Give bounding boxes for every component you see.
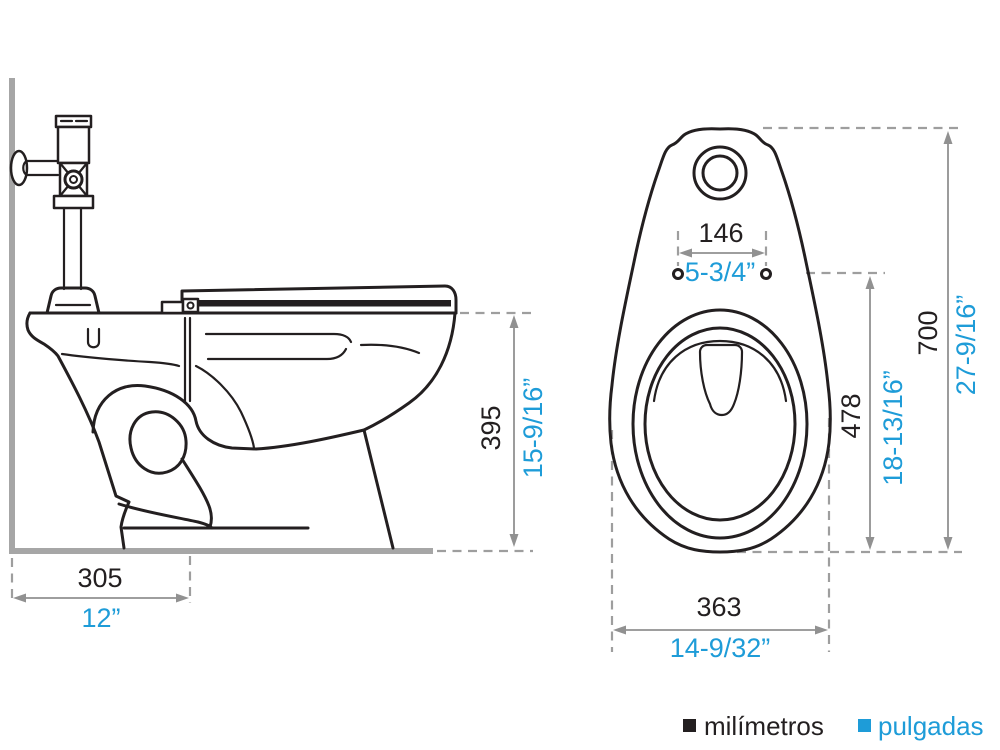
trapway-tail-curve [180, 457, 213, 529]
millimeters-swatch-icon [683, 719, 696, 732]
handle-knob [9, 149, 29, 187]
seat-lid-top [180, 284, 458, 315]
trapway-outer-curve [91, 383, 366, 451]
rough-in-inches-label: 12” [81, 603, 120, 633]
arrow-left-icon [13, 593, 26, 603]
bowl-width-inches-label: 14-9/32” [670, 633, 771, 663]
bolt-hole-left [672, 268, 684, 280]
arrow-up-icon [865, 276, 875, 289]
seat-hinge-pin [186, 301, 195, 310]
spud-outer-circle [692, 145, 748, 201]
side-view-drawing: 395 15-9/16” 305 12” [9, 78, 548, 633]
bolt-spacing-mm-label: 146 [698, 218, 743, 248]
rim-height-inches-label: 15-9/16” [518, 378, 548, 479]
units-legend: milímetros pulgadas [683, 711, 984, 741]
water-spot-outline [698, 343, 744, 417]
overall-length-inches-label: 27-9/16” [951, 295, 981, 396]
base-front-curve [117, 502, 214, 530]
flushometer-body [56, 125, 91, 165]
valve-circle-inner [69, 175, 78, 184]
seat-hinge-plate [160, 300, 185, 315]
seat-edge-bar [184, 300, 451, 307]
arrow-down-icon [509, 534, 519, 547]
inlet-slot [86, 327, 101, 349]
deck-underside-line [60, 352, 181, 368]
arrow-right-icon [815, 625, 828, 635]
rear-foot-line [362, 428, 395, 550]
flush-pipe [62, 206, 83, 291]
arrow-left-icon [679, 248, 692, 258]
arrow-down-icon [943, 537, 953, 550]
arrow-left-icon [613, 625, 626, 635]
bolt-hole-right [760, 268, 772, 280]
arrow-right-icon [752, 248, 765, 258]
overall-length-mm-label: 700 [913, 310, 943, 355]
handle-arm [22, 159, 60, 177]
bowl-rear-profile [362, 311, 457, 432]
top-view-drawing: 146 5-3/4” 478 18-13/16” 700 27-9/16” 36… [608, 126, 981, 663]
rim-pocket-upper-line [204, 332, 353, 344]
flushometer-nut [52, 194, 95, 210]
spud-flange [45, 286, 101, 315]
bowl-length-mm-label: 478 [836, 393, 866, 438]
inches-legend-label: pulgadas [878, 711, 984, 741]
trapway-inner-loop [128, 410, 188, 475]
toilet-outline [608, 127, 832, 554]
rough-in-mm-label: 305 [77, 563, 122, 593]
bowl-length-inches-label: 18-13/16” [878, 370, 908, 486]
spud-ring [701, 154, 739, 192]
bowl-interior-wall [194, 364, 256, 450]
rim-height-mm-label: 395 [476, 405, 506, 450]
inches-swatch-icon [858, 719, 871, 732]
rim-pocket-lower-line [206, 347, 348, 361]
bolt-spacing-inches-label: 5-3/4” [685, 257, 756, 287]
bowl-width-mm-label: 363 [696, 592, 741, 622]
bowl-inner-wall-arc [652, 339, 788, 403]
overflow-tube [183, 316, 192, 403]
arrow-up-icon [509, 315, 519, 328]
arrow-right-icon [176, 593, 189, 603]
rim-rear-line [359, 343, 421, 355]
bowl-rim-inner-oval [643, 326, 797, 522]
arrow-up-icon [943, 131, 953, 144]
millimeters-legend-label: milímetros [704, 711, 824, 741]
bowl-rim-outer-oval [631, 308, 809, 540]
arrow-down-icon [865, 537, 875, 550]
bowl-front-profile [25, 311, 131, 550]
